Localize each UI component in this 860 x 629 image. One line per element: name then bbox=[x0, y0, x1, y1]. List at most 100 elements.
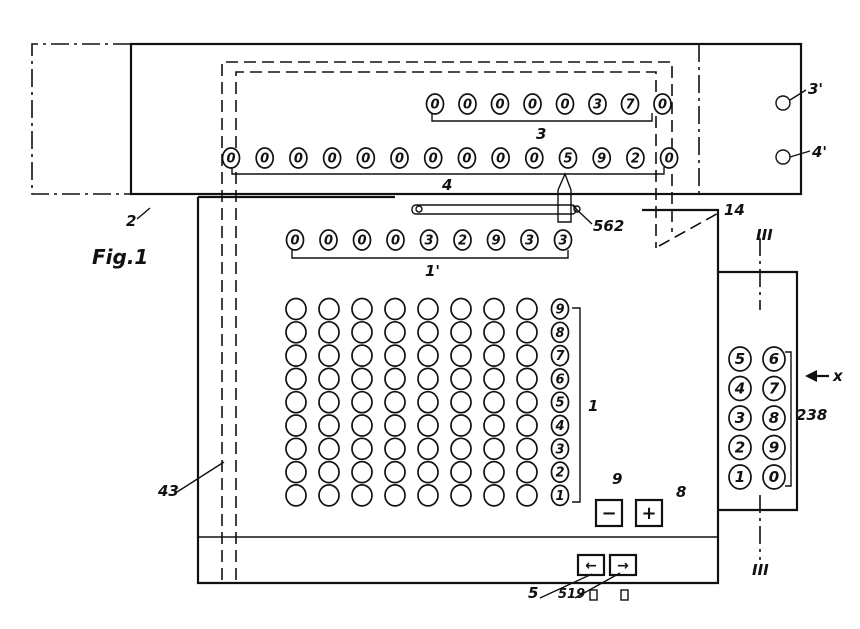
keyboard-key[interactable] bbox=[483, 390, 505, 414]
keyboard-key[interactable] bbox=[285, 344, 307, 367]
keyboard-key[interactable] bbox=[516, 367, 538, 391]
keyboard-key[interactable] bbox=[351, 390, 373, 414]
keyboard-key[interactable] bbox=[417, 437, 439, 461]
keyboard-key[interactable] bbox=[417, 367, 439, 391]
keyboard-key[interactable] bbox=[483, 484, 505, 507]
keyboard-key[interactable] bbox=[516, 414, 538, 437]
ref-4p: 4' bbox=[811, 143, 827, 161]
keyboard-key[interactable] bbox=[351, 460, 373, 484]
multiplier-key[interactable] bbox=[728, 434, 752, 461]
keyboard-key[interactable] bbox=[384, 320, 406, 344]
keyboard-key[interactable] bbox=[483, 367, 505, 391]
keyboard-key[interactable] bbox=[285, 460, 307, 484]
keyboard-key[interactable] bbox=[417, 390, 439, 414]
keyboard-key[interactable] bbox=[384, 460, 406, 484]
keyboard-key[interactable] bbox=[450, 297, 472, 321]
keyboard-key[interactable] bbox=[351, 297, 373, 321]
keyboard-key[interactable] bbox=[285, 390, 307, 414]
keyboard-key[interactable] bbox=[483, 437, 505, 461]
plus-key[interactable]: + bbox=[634, 498, 664, 528]
shift-left-key[interactable]: ← bbox=[576, 553, 606, 577]
keyboard-key[interactable] bbox=[318, 390, 340, 414]
keyboard-key[interactable] bbox=[417, 414, 439, 437]
multiplier-key[interactable] bbox=[728, 464, 752, 490]
keyboard-key[interactable] bbox=[483, 344, 505, 367]
product-dial-4: 0 bbox=[356, 147, 376, 169]
setting-dial-0: 0 bbox=[285, 229, 305, 251]
keyboard-key[interactable] bbox=[450, 390, 472, 414]
multiplier-key[interactable] bbox=[762, 464, 786, 490]
keyboard-key[interactable] bbox=[384, 414, 406, 437]
keyboard-key[interactable] bbox=[318, 344, 340, 367]
keyboard-key[interactable] bbox=[516, 390, 538, 414]
keyboard-key[interactable] bbox=[417, 344, 439, 367]
result-dial-digit: 7 bbox=[625, 98, 635, 113]
keyboard-key[interactable] bbox=[318, 414, 340, 437]
keyboard-key[interactable] bbox=[516, 320, 538, 344]
keyboard-key[interactable] bbox=[483, 320, 505, 344]
keyboard-key[interactable] bbox=[351, 320, 373, 344]
keyboard-key[interactable] bbox=[450, 437, 472, 461]
keyboard-key[interactable] bbox=[351, 484, 373, 507]
keyboard-key[interactable] bbox=[285, 437, 307, 461]
keyboard-key[interactable] bbox=[483, 297, 505, 321]
keyboard-key[interactable] bbox=[450, 414, 472, 437]
keyboard-key[interactable] bbox=[516, 297, 538, 321]
keyboard-key[interactable] bbox=[384, 390, 406, 414]
product-dial-11: 9 bbox=[592, 147, 612, 169]
minus-key[interactable]: − bbox=[594, 498, 624, 528]
keyboard-key[interactable] bbox=[417, 297, 439, 321]
keyboard-key[interactable] bbox=[516, 344, 538, 367]
leader-519 bbox=[574, 572, 621, 599]
shift-right-key[interactable]: → bbox=[608, 553, 638, 577]
keyboard-key[interactable] bbox=[318, 320, 340, 344]
keyboard-key[interactable] bbox=[285, 414, 307, 437]
keyboard-key[interactable] bbox=[285, 297, 307, 321]
keyboard-key[interactable] bbox=[351, 367, 373, 391]
row-label-ring bbox=[550, 321, 570, 344]
multiplier-key[interactable] bbox=[762, 434, 786, 461]
keyboard-key[interactable] bbox=[318, 367, 340, 391]
keyboard-key[interactable] bbox=[450, 367, 472, 391]
keyboard-key[interactable] bbox=[516, 460, 538, 484]
keyboard-key[interactable] bbox=[285, 320, 307, 344]
setting-dial-4: 3 bbox=[419, 229, 439, 251]
multiplier-key[interactable] bbox=[762, 405, 786, 431]
keyboard-key[interactable] bbox=[351, 437, 373, 461]
keyboard-key[interactable] bbox=[516, 484, 538, 507]
keyboard-key[interactable] bbox=[450, 460, 472, 484]
keyboard-key[interactable] bbox=[450, 484, 472, 507]
multiplier-key[interactable] bbox=[762, 346, 786, 372]
keyboard-key[interactable] bbox=[450, 344, 472, 367]
keyboard-key[interactable] bbox=[417, 484, 439, 507]
keyboard-key[interactable] bbox=[384, 484, 406, 507]
keyboard-key[interactable] bbox=[285, 367, 307, 391]
keyboard-key[interactable] bbox=[384, 297, 406, 321]
keyboard-key[interactable] bbox=[285, 484, 307, 507]
keyboard-key[interactable] bbox=[384, 367, 406, 391]
keyboard-key[interactable] bbox=[318, 460, 340, 484]
keyboard-key[interactable] bbox=[450, 320, 472, 344]
setting-dial-ring bbox=[285, 229, 305, 251]
product-dial-ring bbox=[558, 147, 578, 169]
keyboard-key[interactable] bbox=[351, 344, 373, 367]
keyboard-key[interactable] bbox=[516, 437, 538, 461]
keyboard-key[interactable] bbox=[318, 484, 340, 507]
multiplier-key[interactable] bbox=[728, 375, 752, 402]
keyboard-key[interactable] bbox=[483, 414, 505, 437]
multiplier-key[interactable] bbox=[728, 346, 752, 372]
product-dial-ring bbox=[423, 147, 443, 169]
keyboard-key[interactable] bbox=[318, 297, 340, 321]
keyboard-key[interactable] bbox=[318, 437, 340, 461]
keyboard-key[interactable] bbox=[384, 344, 406, 367]
multiplier-key[interactable] bbox=[762, 375, 786, 402]
keyboard-key[interactable] bbox=[483, 460, 505, 484]
multiplier-key[interactable] bbox=[728, 405, 752, 431]
keyboard-key[interactable] bbox=[417, 460, 439, 484]
keyboard-key[interactable] bbox=[417, 320, 439, 344]
row-label-digit: 4 bbox=[554, 419, 564, 434]
keyboard-key[interactable] bbox=[351, 414, 373, 437]
keyboard-key[interactable] bbox=[384, 437, 406, 461]
